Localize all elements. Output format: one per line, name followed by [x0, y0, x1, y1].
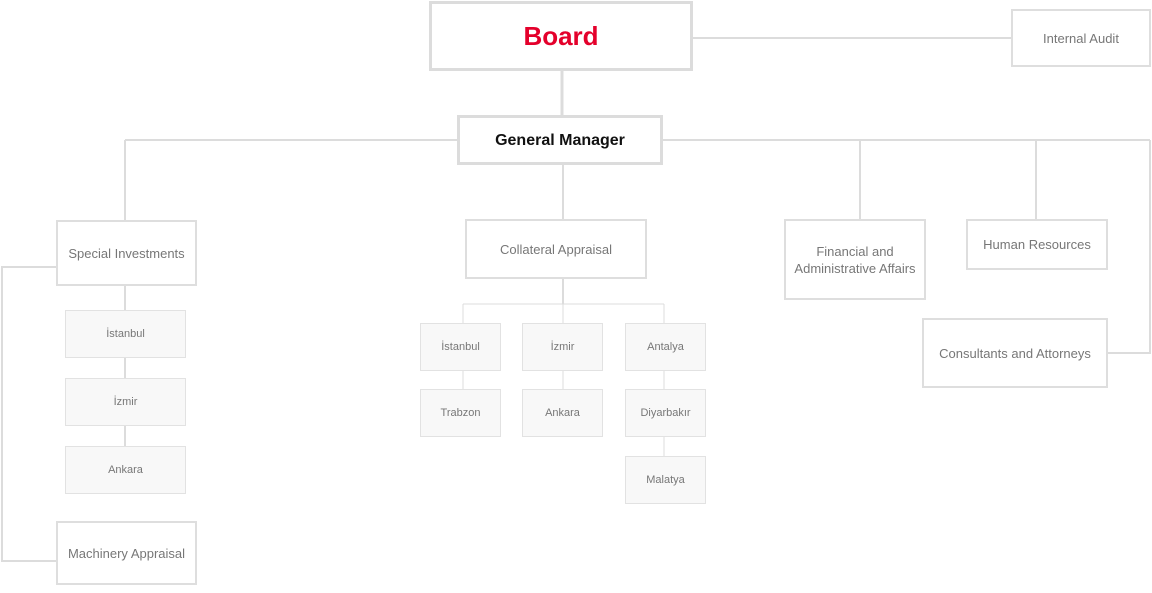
- collateral-branch-ankara: Ankara: [522, 389, 603, 437]
- collateral-branch-label: Malatya: [646, 473, 685, 486]
- collateral-branch-trabzon: Trabzon: [420, 389, 501, 437]
- collateral-branch-malatya: Malatya: [625, 456, 706, 504]
- general-manager-label: General Manager: [495, 131, 625, 149]
- special-branch-label: Ankara: [108, 463, 143, 476]
- special-branch-label: İzmir: [113, 395, 138, 408]
- collateral-branch-antalya: Antalya: [625, 323, 706, 371]
- collateral-appraisal-label: Collateral Appraisal: [499, 241, 612, 257]
- collateral-branch-istanbul: İstanbul: [420, 323, 501, 371]
- collateral-branch-label: İzmir: [550, 340, 575, 353]
- collateral-branch-label: İstanbul: [441, 340, 480, 353]
- special-branch-istanbul: İstanbul: [65, 310, 186, 358]
- special-investments-box: Special Investments: [56, 220, 197, 286]
- machinery-appraisal-label: Machinery Appraisal: [67, 545, 186, 561]
- general-manager-box: General Manager: [457, 115, 663, 165]
- financial-affairs-label: Financial and Administrative Affairs: [794, 243, 916, 276]
- collateral-branch-label: Antalya: [647, 340, 684, 353]
- board-label: Board: [523, 20, 599, 51]
- collateral-branch-label: Ankara: [545, 406, 580, 419]
- special-branch-izmir: İzmir: [65, 378, 186, 426]
- connector-machinery: [1, 266, 56, 562]
- machinery-appraisal-box: Machinery Appraisal: [56, 521, 197, 585]
- board-box: Board: [429, 1, 693, 71]
- collateral-branch-diyarbakir: Diyarbakır: [625, 389, 706, 437]
- collateral-branch-label: Diyarbakır: [640, 406, 691, 419]
- human-resources-label: Human Resources: [983, 237, 1091, 252]
- special-branch-ankara: Ankara: [65, 446, 186, 494]
- collateral-branch-izmir: İzmir: [522, 323, 603, 371]
- special-investments-label: Special Investments: [68, 245, 185, 261]
- consultants-box: Consultants and Attorneys: [922, 318, 1108, 388]
- human-resources-box: Human Resources: [966, 219, 1108, 270]
- financial-affairs-box: Financial and Administrative Affairs: [784, 219, 926, 300]
- internal-audit-label: Internal Audit: [1043, 30, 1119, 46]
- collateral-appraisal-box: Collateral Appraisal: [465, 219, 647, 279]
- collateral-branch-label: Trabzon: [440, 406, 481, 419]
- consultants-label: Consultants and Attorneys: [939, 345, 1091, 361]
- special-branch-label: İstanbul: [106, 327, 145, 340]
- connector-consultants: [1107, 140, 1151, 354]
- internal-audit-box: Internal Audit: [1011, 9, 1151, 67]
